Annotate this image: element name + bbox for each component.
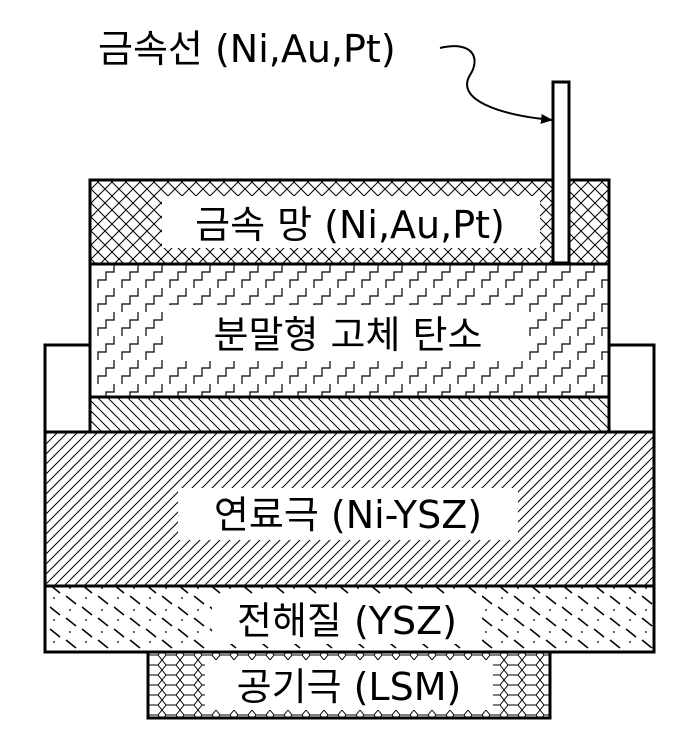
- anode-label: 연료극 (Ni-YSZ): [214, 493, 482, 537]
- electrolyte-layer: 전해질 (YSZ): [43, 584, 656, 654]
- metal-wire: [551, 80, 571, 265]
- electrolyte-label: 전해질 (YSZ): [237, 599, 457, 643]
- powdered-carbon-layer: 분말형 고체 탄소: [88, 262, 611, 399]
- anode-layer: 연료극 (Ni-YSZ): [43, 430, 656, 588]
- interlayer: [88, 395, 611, 434]
- left-support: [43, 343, 92, 434]
- cathode-label: 공기극 (LSM): [237, 665, 462, 709]
- cathode-layer: 공기극 (LSM): [146, 650, 552, 720]
- metal-mesh-layer: 금속 망 (Ni,Au,Pt): [88, 178, 611, 266]
- metal-mesh-label: 금속 망 (Ni,Au,Pt): [195, 203, 505, 247]
- right-support: [607, 343, 656, 434]
- leader-arrow: [439, 45, 553, 124]
- powdered-carbon-label: 분말형 고체 탄소: [214, 313, 483, 357]
- metal-wire-label: 금속선 (Ni,Au,Pt): [98, 27, 396, 71]
